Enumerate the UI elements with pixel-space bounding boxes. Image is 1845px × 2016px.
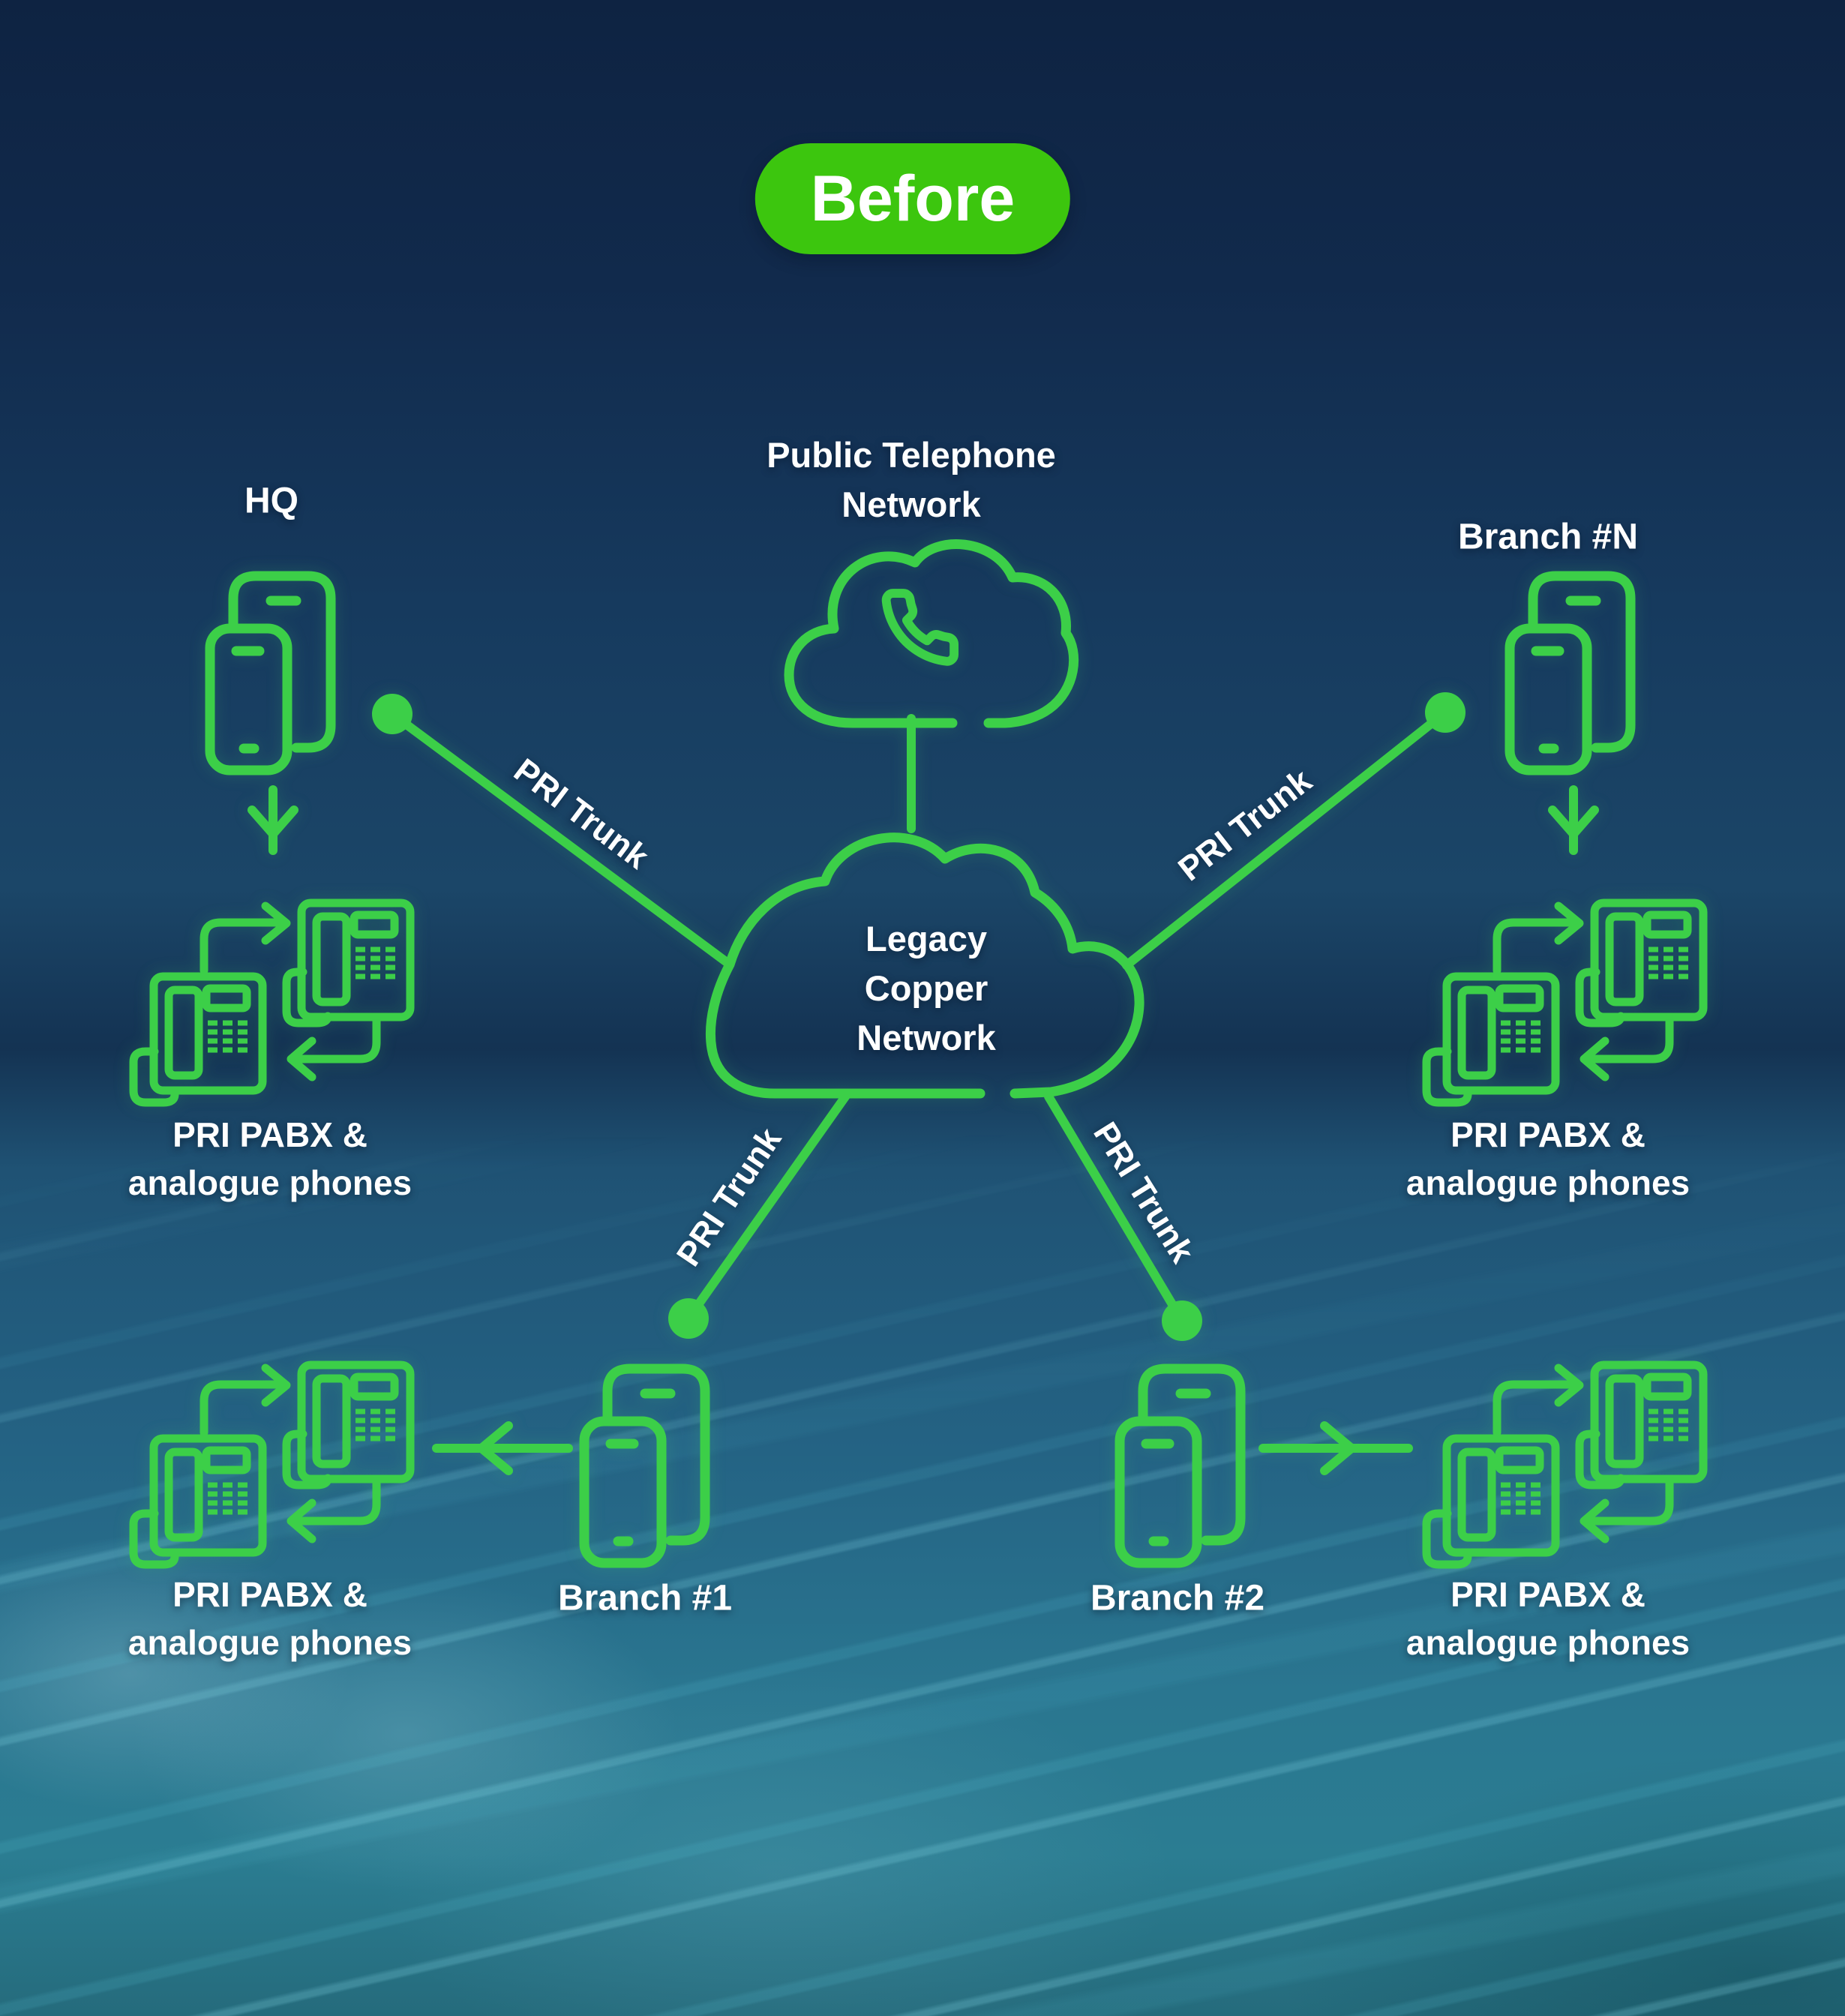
legacy-copper-network-label: Legacy Copper Network <box>856 914 995 1063</box>
public-telephone-cloud-icon <box>784 539 1079 728</box>
label-line: analogue phones <box>128 1623 412 1662</box>
cloud-icon <box>705 832 1144 1099</box>
label-line: PRI PABX & <box>1450 1575 1646 1614</box>
hq-phones-icon <box>210 576 331 770</box>
connection-dot <box>372 694 412 734</box>
label-line: PRI PABX & <box>1450 1115 1646 1154</box>
branch-2-trunk-line <box>1044 1092 1186 1325</box>
hq-trunk-line <box>388 710 734 969</box>
branch-n-pabx-label: PRI PABX & analogue phones <box>1406 1111 1690 1207</box>
branch-n-label: Branch #N <box>1457 517 1639 557</box>
connection-dot <box>1162 1300 1202 1341</box>
phone-handset-icon <box>881 589 959 666</box>
hq-pabx-icon <box>134 903 410 1102</box>
legacy-copper-cloud-icon <box>705 832 1144 1099</box>
public-telephone-network-label: Public Telephone Network <box>766 430 1056 530</box>
label-line: Public Telephone <box>766 435 1056 475</box>
label-line: analogue phones <box>1406 1163 1690 1202</box>
branch-2-pabx-label: PRI PABX & analogue phones <box>1406 1570 1690 1666</box>
connection-dot <box>668 1298 709 1339</box>
down-arrow-icon <box>248 785 298 855</box>
branch-1-label: Branch #1 <box>557 1578 733 1618</box>
label-line: analogue phones <box>128 1163 412 1202</box>
label-line: PRI PABX & <box>172 1115 368 1154</box>
label-line: PRI PABX & <box>172 1575 368 1614</box>
branch-1-phones-icon <box>584 1369 705 1563</box>
cloud-icon <box>784 539 1079 728</box>
branch-2-pabx-icon <box>1426 1365 1703 1564</box>
label-line: Network <box>842 484 981 524</box>
branch-n-pabx-icon <box>1426 903 1703 1102</box>
label-line: analogue phones <box>1406 1623 1690 1662</box>
branch-n-trunk-line <box>1122 708 1450 970</box>
hq-label: HQ <box>244 481 298 521</box>
connection-dot <box>1425 692 1466 733</box>
branch-2-phones-icon <box>1120 1369 1240 1563</box>
branch-1-trunk-line <box>684 1089 852 1323</box>
branch-n-phones-icon <box>1510 576 1630 770</box>
right-arrow-icon <box>1258 1421 1413 1475</box>
hq-pabx-label: PRI PABX & analogue phones <box>128 1111 412 1207</box>
left-arrow-icon <box>432 1421 573 1475</box>
branch-1-pabx-label: PRI PABX & analogue phones <box>128 1570 412 1666</box>
branch-2-label: Branch #2 <box>1090 1578 1265 1618</box>
before-badge: Before <box>754 143 1071 254</box>
label-line: Legacy <box>866 919 987 958</box>
label-line: Copper <box>864 968 988 1008</box>
background-light-streaks <box>0 1129 1845 2016</box>
down-arrow-icon <box>1548 785 1599 855</box>
branch-1-pabx-icon <box>134 1365 410 1564</box>
label-line: Network <box>856 1018 996 1058</box>
